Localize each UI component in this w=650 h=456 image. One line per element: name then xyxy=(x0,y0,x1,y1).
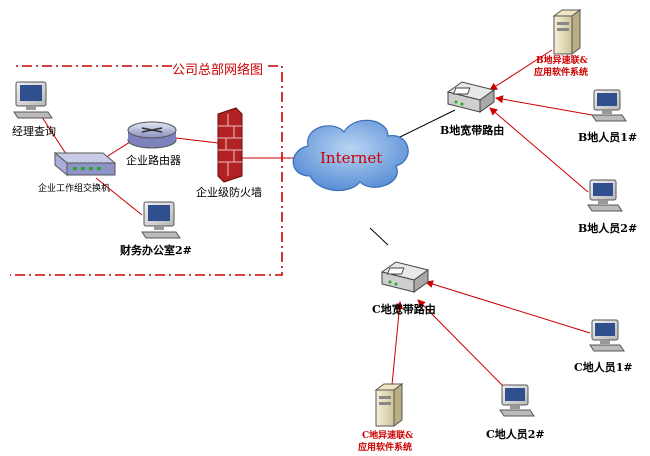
enterprise-router-icon xyxy=(127,121,177,149)
c-broadband-router-icon xyxy=(380,261,430,293)
c-pc1-icon xyxy=(589,319,625,352)
links xyxy=(41,49,593,389)
hq-boundary xyxy=(10,65,283,276)
link-c-pc1-router xyxy=(425,280,591,334)
b-pc2-icon xyxy=(587,179,623,212)
hq-title: 公司总部网络图 xyxy=(172,62,263,78)
c-broadband-router-label: C地宽带路由 xyxy=(372,302,436,316)
c-server-icon xyxy=(374,383,404,427)
link-c-server-router xyxy=(391,301,404,386)
firewall-icon xyxy=(217,107,243,183)
c-server-label-line1: C地异速联& xyxy=(362,429,413,441)
finance-pc-icon xyxy=(141,201,181,239)
c-server-label-line2: 应用软件系统 xyxy=(358,441,412,453)
link-internet-b-router xyxy=(397,109,456,139)
b-pc1-label: B地人员1# xyxy=(578,130,637,144)
link-router-firewall xyxy=(175,137,219,144)
c-pc2-label: C地人员2# xyxy=(486,427,545,441)
b-broadband-router-icon xyxy=(446,81,496,113)
link-switch-finance xyxy=(95,177,143,216)
link-b-pc2-router xyxy=(489,107,589,193)
c-pc1-label: C地人员1# xyxy=(574,360,633,374)
c-pc2-icon xyxy=(499,384,535,417)
internet-label: Internet xyxy=(320,149,382,167)
manager-pc-icon xyxy=(13,81,53,119)
internet-cloud-icon xyxy=(292,119,409,192)
link-b-pc1-router xyxy=(495,95,593,116)
enterprise-router-label: 企业路由器 xyxy=(126,153,181,167)
firewall-label: 企业级防火墙 xyxy=(196,185,262,199)
b-pc2-label: B地人员2# xyxy=(578,221,637,235)
link-c-pc2-router xyxy=(417,299,506,389)
b-server-icon xyxy=(552,9,582,55)
workgroup-switch-icon xyxy=(53,151,117,177)
workgroup-switch-label: 企业工作组交换机 xyxy=(38,182,110,194)
link-internet-c-router xyxy=(369,227,389,246)
b-pc1-icon xyxy=(591,89,627,122)
link-b-server-router xyxy=(489,49,553,91)
b-server-label-line1: B地异速联& xyxy=(536,54,588,66)
manager-pc-label: 经理查询 xyxy=(12,124,56,138)
b-server-label-line2: 应用软件系统 xyxy=(534,66,588,78)
b-broadband-router-label: B地宽带路由 xyxy=(440,123,504,137)
finance-pc-label: 财务办公室2# xyxy=(119,243,192,257)
link-manager-switch xyxy=(41,116,69,158)
